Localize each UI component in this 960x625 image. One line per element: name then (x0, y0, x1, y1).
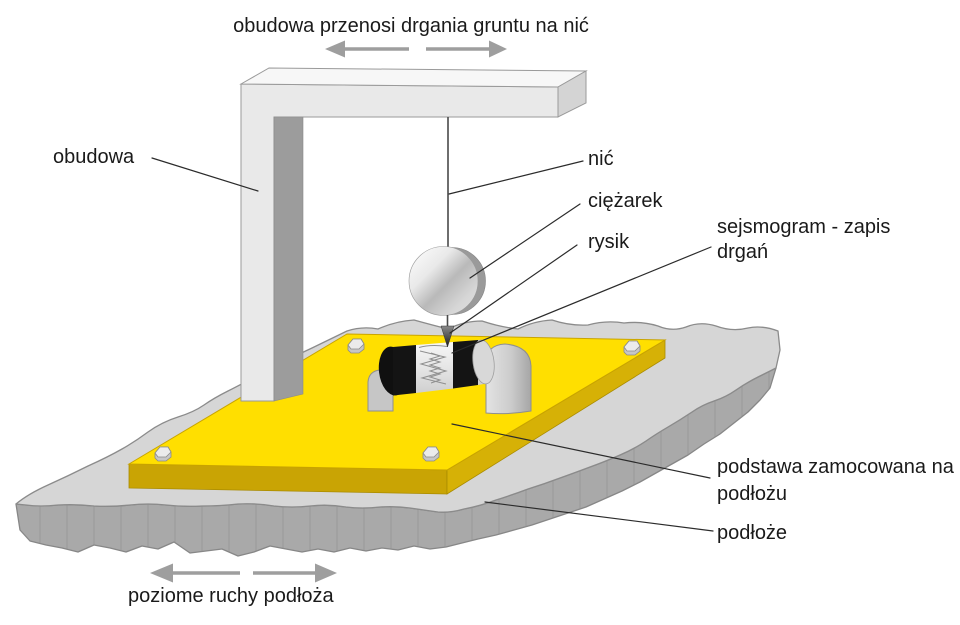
frame-beam-end-face (557, 70, 587, 118)
bolt (347, 338, 365, 354)
pendulum (408, 117, 486, 348)
label-thread: nić (588, 148, 614, 170)
seismogram-trace (418, 344, 448, 385)
leader-weight (469, 203, 581, 279)
frame-housing (239, 67, 588, 402)
label-weight: ciężarek (588, 190, 663, 212)
stylus-cone (440, 325, 455, 348)
drum-assembly (367, 339, 532, 415)
ground-motion-arrows-icon (150, 563, 337, 583)
leader-stylus (449, 244, 578, 334)
bottom-caption: poziome ruchy podłoża (128, 585, 334, 607)
leader-base (451, 423, 711, 479)
ground-side-texture (16, 368, 776, 556)
leader-housing (151, 157, 259, 192)
bolt (623, 340, 641, 356)
weight-ball (408, 246, 479, 316)
leader-lines (151, 157, 714, 532)
leader-seismogram (451, 246, 712, 354)
bolt (154, 446, 172, 462)
label-base: podstawa zamocowana na podłożu (717, 456, 954, 505)
housing-vibration-arrows-icon (325, 40, 507, 58)
label-housing: obudowa (53, 146, 135, 168)
leader-thread (448, 160, 584, 195)
label-stylus: rysik (588, 231, 630, 253)
frame-post-side-face (273, 116, 304, 402)
bolt (422, 446, 440, 462)
frame-beam-top-face (239, 67, 588, 88)
recording-drum (378, 339, 495, 396)
top-caption: obudowa przenosi drgania gruntu na nić (233, 15, 589, 37)
label-ground: podłoże (717, 522, 788, 544)
label-seismogram: sejsmogram - zapis drgań (717, 216, 891, 263)
leader-ground (484, 501, 714, 532)
